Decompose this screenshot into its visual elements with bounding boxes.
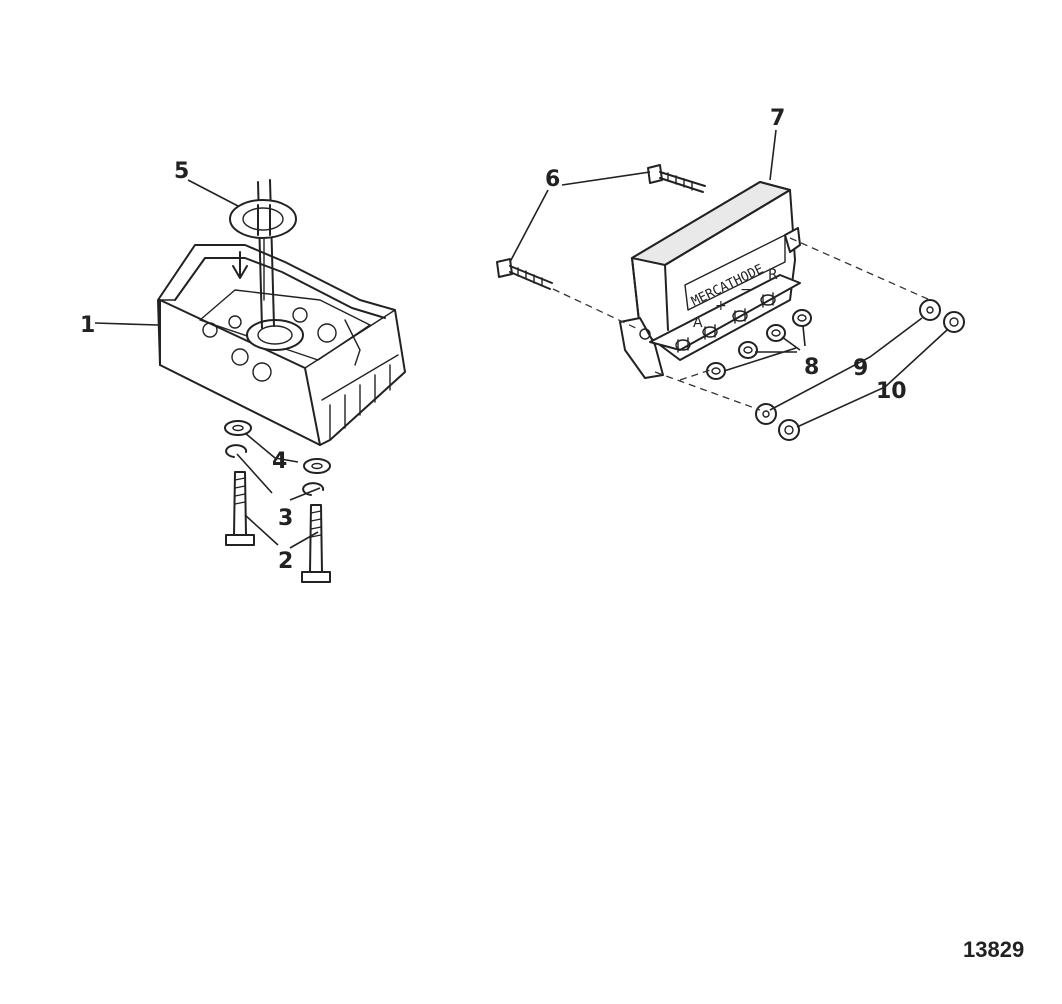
callout-leaders [94,129,948,549]
callout-9: 9 [853,356,868,381]
terminal-label-plus: + [715,298,727,314]
terminal-label-a: A [693,315,703,331]
terminal-label-minus: − [740,282,752,298]
callout-10: 10 [876,379,907,404]
mounting-screws [225,471,331,583]
callout-4: 4 [272,449,287,474]
callout-2: 2 [278,549,293,574]
callout-1: 1 [80,313,95,338]
heat-sink-housing [157,244,406,446]
grommet [229,199,297,239]
terminal-nuts [706,309,812,380]
callout-3: 3 [278,506,293,531]
terminal-label-r: R [768,267,778,283]
flat-washers [224,420,331,474]
figure-number: 13829 [963,937,1024,962]
callout-8: 8 [804,355,819,380]
regulator-bolts [496,164,706,290]
callout-numbers: 1 2 3 4 5 6 7 8 9 10 [80,106,907,574]
mercathode-controller: MERCATHODE A + − R [619,181,801,379]
assembly-dashed-lines [552,237,931,411]
flange-nuts [778,311,965,441]
callout-7: 7 [770,106,785,131]
callout-6: 6 [545,167,560,192]
callout-5: 5 [174,159,189,184]
